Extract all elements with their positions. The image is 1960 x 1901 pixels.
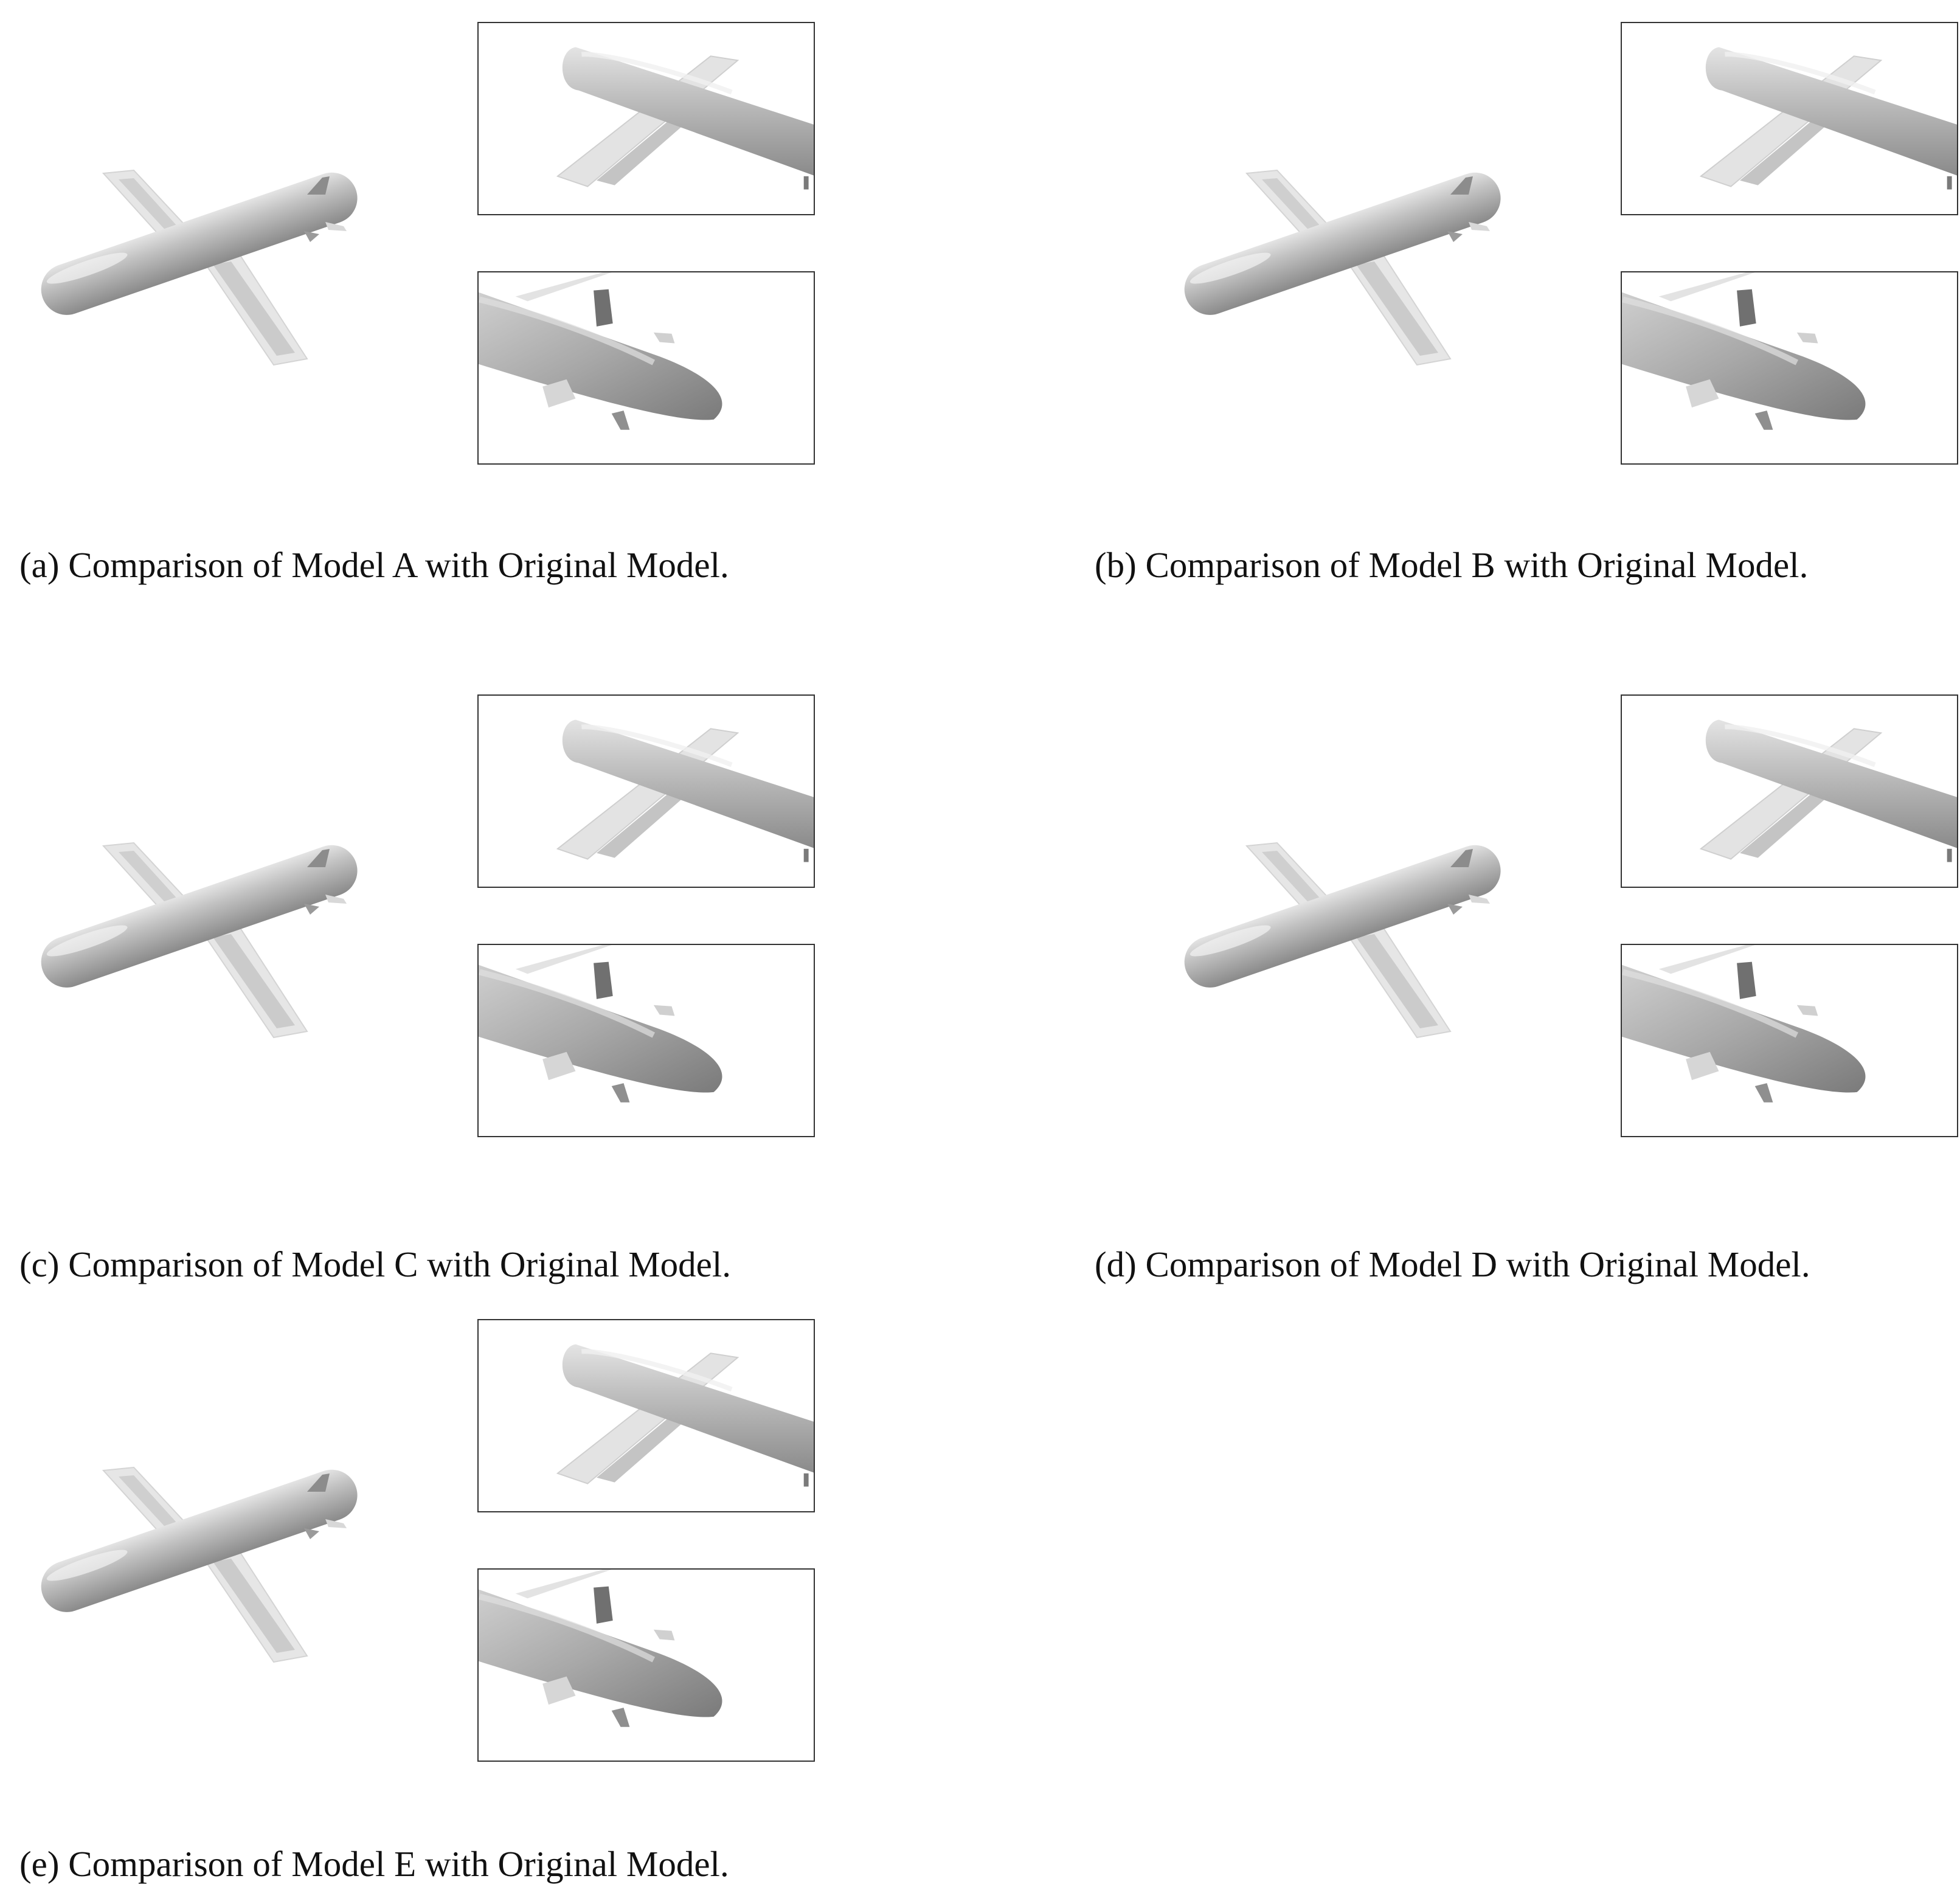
main-view-model-a	[18, 0, 468, 462]
tail-detail-render-d	[1622, 945, 1957, 1136]
panel-d	[1162, 673, 1960, 1137]
tail-detail-render-b	[1622, 272, 1957, 463]
aircraft-render-model-e	[18, 1297, 468, 1759]
main-view-model-d	[1162, 673, 1612, 1135]
wing-detail-render-e	[479, 1320, 814, 1511]
tail-detail-render-e	[479, 1570, 814, 1761]
panel-b	[1162, 0, 1960, 465]
panel-c	[18, 673, 821, 1137]
inset-tail-view-c	[477, 944, 815, 1137]
inset-wing-view-c	[477, 694, 815, 888]
tail-detail-render-a	[479, 272, 814, 463]
panel-a	[18, 0, 821, 465]
inset-tail-view-a	[477, 271, 815, 465]
panel-e	[18, 1297, 821, 1762]
main-view-model-e	[18, 1297, 468, 1759]
aircraft-render-model-d	[1162, 673, 1612, 1135]
aircraft-render-model-c	[18, 673, 468, 1135]
caption-d: (d) Comparison of Model D with Original …	[1095, 1244, 1810, 1284]
caption-a: (a) Comparison of Model A with Original …	[19, 545, 729, 585]
inset-tail-view-b	[1621, 271, 1958, 465]
wing-detail-render-c	[479, 696, 814, 887]
aircraft-render-model-a	[18, 0, 468, 462]
inset-wing-view-e	[477, 1319, 815, 1512]
caption-c: (c) Comparison of Model C with Original …	[19, 1244, 732, 1284]
inset-tail-view-d	[1621, 944, 1958, 1137]
main-view-model-c	[18, 673, 468, 1135]
aircraft-render-model-b	[1162, 0, 1612, 462]
main-view-model-b	[1162, 0, 1612, 462]
inset-tail-view-e	[477, 1568, 815, 1762]
inset-wing-view-a	[477, 22, 815, 215]
tail-detail-render-c	[479, 945, 814, 1136]
inset-wing-view-b	[1621, 22, 1958, 215]
wing-detail-render-b	[1622, 23, 1957, 214]
wing-detail-render-d	[1622, 696, 1957, 887]
caption-b: (b) Comparison of Model B with Original …	[1095, 545, 1809, 585]
wing-detail-render-a	[479, 23, 814, 214]
inset-wing-view-d	[1621, 694, 1958, 888]
caption-e: (e) Comparison of Model E with Original …	[19, 1844, 729, 1884]
